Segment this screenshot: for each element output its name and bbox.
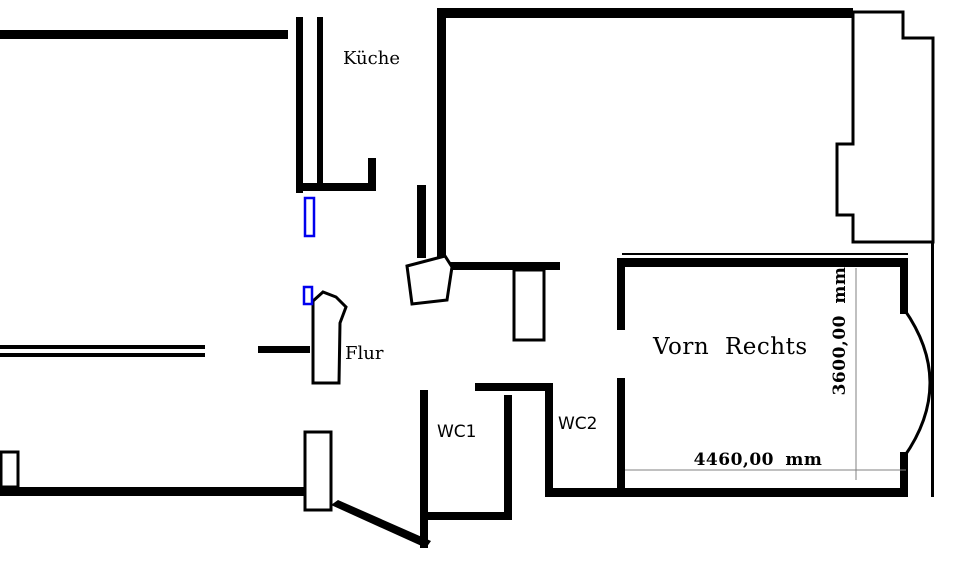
wall-mid-vertical [417, 185, 426, 258]
chimney-shaft-outline [835, 10, 935, 244]
blue-fixture-flur [302, 285, 314, 306]
wall-wc2-left [545, 390, 553, 497]
outlined-elements [0, 10, 935, 512]
wall-diagonal [331, 500, 431, 548]
wall-wc2-bottom [545, 488, 625, 497]
wall-wc1-bottom [420, 512, 512, 520]
wall-vorn-top [617, 258, 908, 267]
flur-wall-polygon [311, 290, 348, 385]
dimension-label-horizontal: 4460,00 mm [694, 450, 823, 470]
column-outline [303, 430, 333, 512]
wall-top-room-top [437, 8, 853, 18]
wall-vorn-bottom [625, 488, 908, 497]
room-label-kueche: Küche [343, 48, 400, 69]
wall-outer-right-line [931, 242, 934, 497]
wall-vorn-top-thin-line [622, 253, 908, 255]
pillar-bottom-left-outline [0, 450, 20, 489]
wall-bottom-left [0, 487, 306, 496]
wall-kitchen-right-line [317, 17, 323, 187]
room-label-vorn-rechts: Vorn Rechts [652, 334, 808, 360]
room-label-wc1: WC1 [437, 422, 477, 442]
wall-wc1-right [504, 395, 512, 520]
wall-wc1-left [420, 390, 428, 548]
wall-top-room-left [437, 17, 446, 263]
door-leaf-polygon [405, 254, 454, 306]
dimension-lines [625, 268, 906, 480]
blue-fixtures [302, 196, 316, 306]
room-label-wc2: WC2 [558, 414, 598, 434]
wall-vorn-left-jamb [617, 258, 625, 330]
pillar-center-outline [512, 268, 546, 342]
walls [0, 8, 934, 548]
wall-wc2-top [475, 383, 553, 391]
wall-flur-short [258, 346, 310, 353]
wall-kitchen-bottom [296, 183, 376, 191]
labels: Küche Flur WC1 WC2 Vorn Rechts 3600,00 m… [343, 48, 850, 470]
wall-t-horizontal [447, 262, 560, 270]
wall-vorn-right-upper [900, 258, 908, 314]
dimension-label-vertical: 3600,00 mm [830, 267, 850, 396]
wall-kitchen-stub [368, 158, 376, 186]
wall-top-left [0, 30, 288, 39]
bay-arc [902, 308, 932, 458]
wall-vorn-left-lower [617, 378, 625, 497]
wall-left-double-upper [0, 345, 205, 349]
wall-vorn-right-lower [900, 452, 908, 497]
blue-fixture-kitchen [303, 196, 316, 238]
room-label-flur: Flur [345, 343, 384, 364]
wall-left-double-lower [0, 353, 205, 357]
wall-kitchen-left-line [296, 17, 303, 193]
